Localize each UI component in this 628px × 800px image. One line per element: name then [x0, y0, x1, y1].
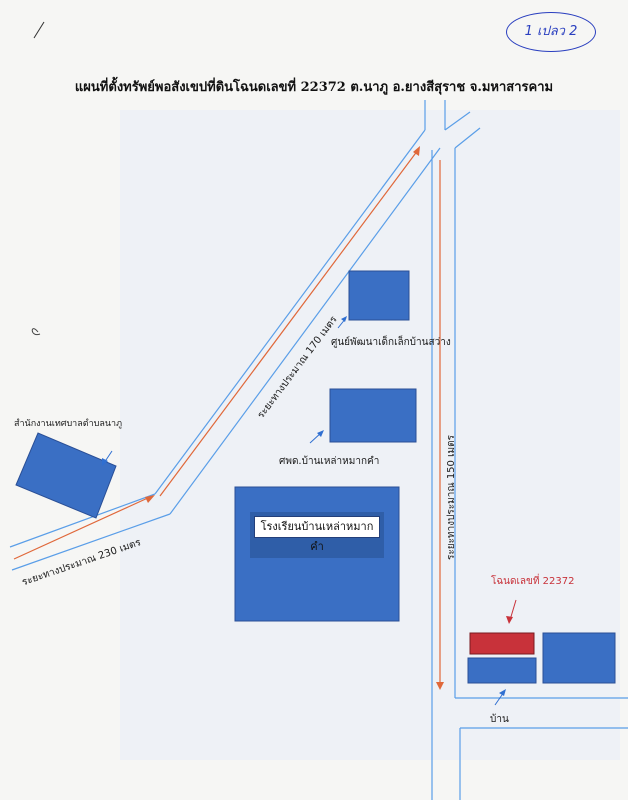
stray-mark-top	[33, 21, 45, 39]
route-diagonal	[159, 149, 419, 497]
road-top-branch-b	[454, 127, 481, 149]
page-number-stamp: 1 เปลว 2	[506, 12, 596, 52]
road-diagonal-right-edge	[169, 147, 441, 515]
house-building	[467, 657, 537, 684]
pointer-deed	[509, 599, 517, 621]
pointer-child-center-head	[341, 316, 347, 322]
label-house: บ้าน	[490, 714, 509, 725]
pointer-house-head	[499, 689, 506, 696]
pointer-health-station-head	[317, 430, 324, 437]
road-top-branch-a	[444, 111, 471, 131]
label-school: โรงเรียนบ้านเหล่าหมากคำ	[254, 516, 380, 553]
route-diagonal-arrowhead	[413, 146, 420, 156]
route-bottom-left	[13, 496, 151, 560]
health-station-building	[329, 388, 417, 443]
road-bottom-left-lower-edge	[11, 513, 171, 571]
distance-vertical: ระยะทางประมาณ 150 เมตร	[446, 435, 457, 560]
road-diagonal-left-edge	[154, 129, 426, 495]
child-center-building	[348, 270, 410, 321]
map-title: แผนที่ตั้งทรัพย์พอสังเขปที่ดินโฉนดเลขที่…	[74, 80, 554, 95]
subdistrict-office-building	[15, 432, 117, 519]
route-vertical-arrowhead	[436, 682, 444, 690]
label-health-station: ศพด.บ้านเหล่าหมากคำ	[279, 456, 380, 467]
label-subdistrict-office: สำนักงานเทศบาลตำบลนาภู	[14, 419, 123, 429]
pointer-deed-head	[506, 616, 513, 624]
label-child-center: ศูนย์พัฒนาเด็กเล็กบ้านสว่าง	[331, 337, 451, 348]
neighbor-building	[542, 632, 616, 684]
road-bottom-left-upper-edge	[9, 493, 156, 548]
route-bottom-left-arrowhead	[145, 495, 155, 503]
deed-parcel	[469, 632, 535, 655]
label-deed: โฉนดเลขที่ 22372	[491, 576, 575, 587]
pointer-subdistrict-office-head	[102, 458, 108, 466]
punch-hole-mark	[31, 328, 41, 336]
